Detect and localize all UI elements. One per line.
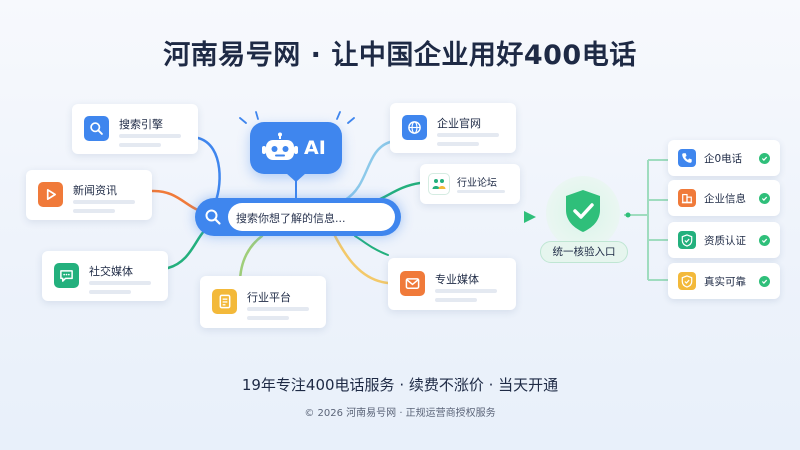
result-card-certification[interactable]: 资质认证 [668,222,780,258]
result-label: 企业信息 [704,193,746,205]
source-label: 企业官网 [437,117,481,130]
result-label: 真实可靠 [704,276,746,288]
source-card-forum[interactable]: 行业论坛 [420,164,520,204]
result-card-reliable[interactable]: 真实可靠 [668,263,780,299]
source-label: 行业论坛 [457,178,497,189]
footer-copyright: © 2026 河南易号网 · 正规运营商授权服务 [304,408,496,419]
mail-icon [400,271,425,296]
page-title: 河南易号网 · 让中国企业用好400电话 [163,40,637,71]
community-icon [428,173,450,195]
play-icon [38,182,63,207]
check-icon [759,235,770,246]
ai-badge: AI [250,122,342,182]
ai-pointer [286,173,306,182]
search-input[interactable]: 搜索你想了解的信息... [228,203,395,231]
phone-icon [678,149,696,167]
building-icon [678,189,696,207]
result-card-company-info[interactable]: 企业信息 [668,180,780,216]
source-card-official-site[interactable]: 企业官网 [390,103,516,153]
result-label: 企0电话 [704,153,743,165]
link-search-engine [196,136,221,207]
source-label: 新闻资讯 [73,184,117,197]
source-card-pro-media[interactable]: 专业媒体 [388,258,516,310]
source-label: 专业媒体 [435,273,479,286]
source-card-news[interactable]: 新闻资讯 [26,170,152,220]
verify-label: 统一核验入口 [540,241,628,263]
badge-icon [678,272,696,290]
source-card-industry-platform[interactable]: 行业平台 [200,276,326,328]
globe-icon [402,115,427,140]
source-label: 行业平台 [247,291,291,304]
link-official-site [343,140,392,202]
source-card-search-engine[interactable]: 搜索引擎 [72,104,198,154]
branch-lines [624,159,668,281]
source-card-social[interactable]: 社交媒体 [42,251,168,301]
search-icon [205,209,221,225]
check-icon [759,153,770,164]
shield-check-icon [566,190,600,232]
sparkle-lines [239,111,355,124]
shield-icon [678,231,696,249]
source-label: 社交媒体 [89,265,133,278]
document-icon [212,289,237,314]
link-pro-media [333,234,390,285]
main-arrow-head [524,211,536,223]
verify-shield [546,176,620,250]
link-social [166,228,207,270]
search-icon [84,116,109,141]
link-news [150,189,200,212]
chat-icon [54,263,79,288]
ai-label: AI [304,137,326,159]
check-icon [759,276,770,287]
robot-icon [262,132,298,160]
search-bar[interactable]: 搜索你想了解的信息... [195,198,401,236]
check-icon [759,193,770,204]
source-label: 搜索引擎 [119,118,163,131]
link-pro-media-2 [354,235,389,256]
result-card-phone[interactable]: 企0电话 [668,140,780,176]
result-label: 资质认证 [704,235,746,247]
footer-slogan: 19年专注400电话服务 · 续费不涨价 · 当天开通 [241,376,559,394]
search-placeholder: 搜索你想了解的信息... [236,212,346,225]
